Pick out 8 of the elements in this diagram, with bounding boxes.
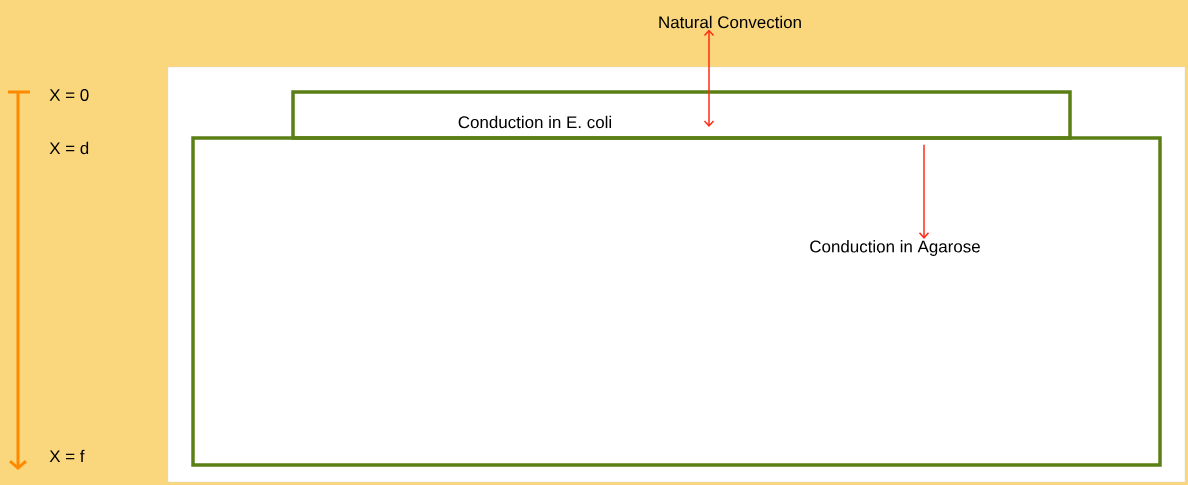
- label-text: Natural Convection: [659, 15, 801, 29]
- position-label: X = 0: [49, 89, 89, 101]
- layer-box: Conduction in Agarose: [191, 136, 1162, 467]
- arrow: [703, 29, 715, 127]
- position-label: X = d: [49, 141, 89, 155]
- position-label: X = f: [49, 449, 85, 463]
- arrow: [918, 144, 930, 239]
- layer-box: Conduction in E. coli: [291, 90, 1072, 140]
